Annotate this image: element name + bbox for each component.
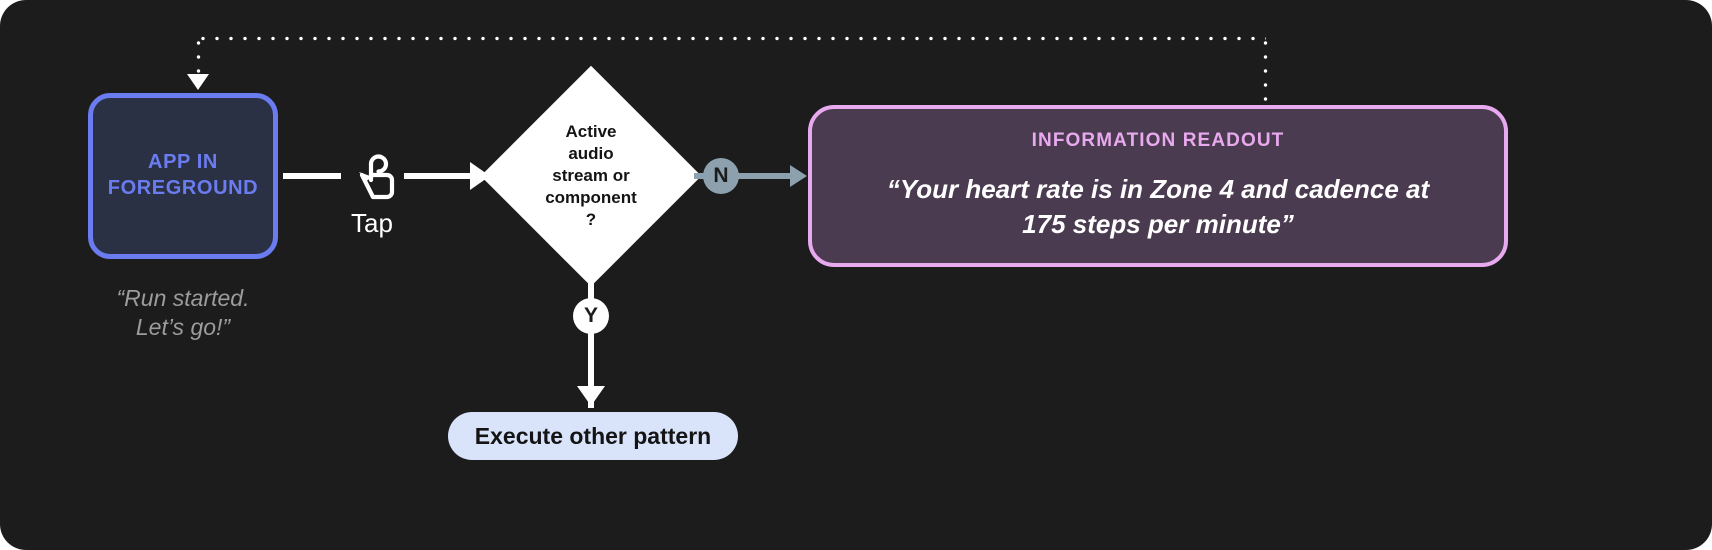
connector-decision-to-readout <box>694 173 794 179</box>
branch-badge-yes: Y <box>573 298 609 334</box>
feedback-loop-left-segment <box>196 36 201 78</box>
feedback-loop-arrowhead <box>187 74 209 90</box>
node-decision-active-audio[interactable]: Active audio stream or component ? <box>480 65 702 287</box>
connector-tap-to-decision <box>404 173 472 179</box>
execute-other-pattern-label: Execute other pattern <box>474 422 712 449</box>
app-in-foreground-label: APP IN FOREGROUND <box>107 151 259 199</box>
connector-decision-to-pill <box>588 280 594 408</box>
feedback-loop-top-segment <box>196 36 1266 41</box>
information-readout-body: “Your heart rate is in Zone 4 and cadenc… <box>886 174 1430 239</box>
connector-tap-to-decision-arrowhead <box>470 162 490 190</box>
node-information-readout[interactable]: INFORMATION READOUT “Your heart rate is … <box>808 105 1508 267</box>
tap-gesture-icon <box>345 148 399 204</box>
tap-gesture-label: Tap <box>351 208 393 238</box>
app-in-foreground-caption: “Run started. Let’s go!” <box>116 285 250 340</box>
decision-label: Active audio stream or component ? <box>545 121 637 230</box>
node-app-in-foreground[interactable]: APP IN FOREGROUND <box>88 93 278 259</box>
information-readout-title: INFORMATION READOUT <box>1031 130 1285 152</box>
branch-badge-no: N <box>703 158 739 194</box>
connector-decision-to-readout-arrowhead <box>790 165 807 187</box>
connector-decision-to-pill-arrowhead <box>577 386 605 406</box>
node-execute-other-pattern[interactable]: Execute other pattern <box>448 412 738 460</box>
feedback-loop-right-segment <box>1263 36 1268 108</box>
connector-app-to-tap <box>283 173 341 179</box>
